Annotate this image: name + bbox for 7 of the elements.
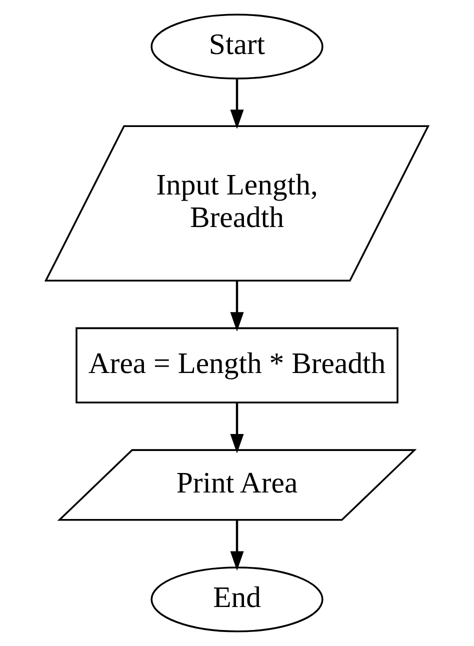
node-ellipse: End — [150, 566, 324, 632]
arrow — [230, 79, 244, 129]
node-ellipse: Start — [150, 14, 324, 80]
arrow — [230, 281, 244, 332]
arrow — [230, 403, 244, 454]
node-box: Area = Length * Breadth — [76, 327, 398, 404]
arrow — [230, 520, 244, 571]
